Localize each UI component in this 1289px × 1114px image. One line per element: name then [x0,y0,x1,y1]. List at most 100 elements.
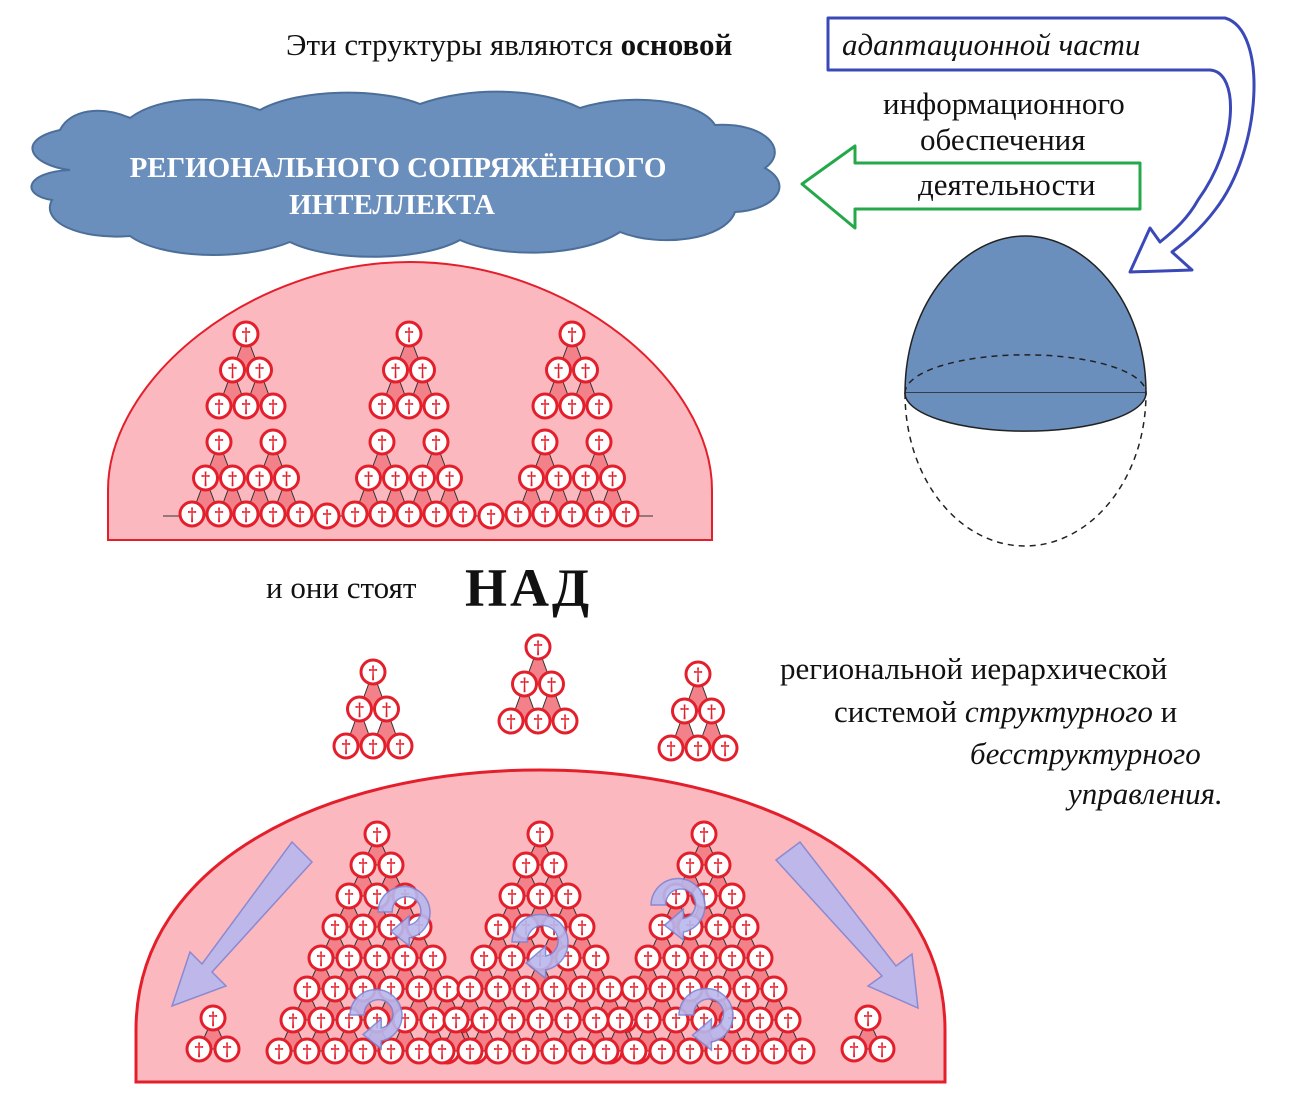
cross-node-icon: † [568,975,596,1003]
cross-node-icon: † [409,464,436,492]
cross-node-icon: † [760,975,788,1003]
svg-text:†: † [693,740,702,760]
svg-text:†: † [358,1043,367,1063]
cross-node-icon: † [698,697,725,725]
svg-text:†: † [386,981,395,1001]
svg-text:†: † [316,950,325,970]
cross-node-icon: † [498,882,526,910]
svg-text:†: † [507,950,516,970]
cross-node-icon: † [232,320,260,348]
cross-node-icon: † [657,734,685,762]
cross-node-icon: † [620,1037,648,1065]
svg-text:†: † [404,326,413,346]
cross-node-icon: † [232,500,260,528]
cross-node-icon: † [498,944,526,972]
cross-node-icon: † [540,975,568,1003]
svg-text:†: † [386,857,395,877]
cross-node-icon: † [279,1006,307,1034]
cross-node-icon: † [192,464,219,492]
cross-node-icon: † [746,944,774,972]
cross-node-icon: † [246,464,273,492]
svg-text:†: † [594,434,603,454]
cross-node-icon: † [746,1006,774,1034]
middle-prefix: и они стоят [266,570,417,605]
svg-text:†: † [187,506,196,526]
svg-text:†: † [699,950,708,970]
svg-text:†: † [755,950,764,970]
cross-node-icon: † [405,1037,433,1065]
curl-arrow-1 [377,885,431,948]
svg-text:†: † [507,1012,516,1032]
svg-text:†: † [404,398,413,418]
svg-text:†: † [577,919,586,939]
svg-text:†: † [577,981,586,1001]
cross-node-icon: † [286,500,314,528]
cloud-shape: РЕГИОНАЛЬНОГО СОПРЯЖЁННОГО ИНТЕЛЛЕКТА [30,90,781,258]
cross-node-icon: † [246,356,273,384]
svg-text:†: † [372,950,381,970]
cross-node-icon: † [526,882,554,910]
upper-right-triangle-2: †††††† [558,428,640,528]
cross-node-icon: † [470,944,498,972]
svg-text:†: † [288,1012,297,1032]
svg-text:†: † [591,950,600,970]
svg-text:†: † [255,470,264,490]
cross-node-icon: † [585,500,613,528]
svg-text:†: † [274,1043,283,1063]
lower-triangle-1: †††††††††††††††††††††††††††††††††††† [428,820,652,1065]
cross-node-icon: † [599,464,626,492]
cross-node-icon: † [433,975,461,1003]
cross-node-icon: † [684,660,712,688]
svg-text:†: † [437,1043,446,1063]
upper-top-triangle-0: †††††† [205,320,287,420]
cross-node-icon: † [704,851,732,879]
svg-text:†: † [241,506,250,526]
cross-node-icon: † [484,1037,512,1065]
header-text-bold: основой [620,27,733,62]
svg-text:†: † [741,1043,750,1063]
svg-text:†: † [479,1012,488,1032]
cross-node-icon: † [840,1035,868,1063]
cross-node-icon: † [273,464,300,492]
upper-top-triangle-1: †††††† [368,320,450,420]
svg-text:†: † [567,326,576,346]
cross-node-icon: † [526,820,554,848]
svg-text:†: † [493,1043,502,1063]
svg-text:†: † [741,919,750,939]
svg-text:†: † [282,470,291,490]
cross-node-icon: † [545,464,572,492]
cross-node-icon: † [449,500,477,528]
cross-node-icon: † [363,944,391,972]
cross-node-icon: † [684,734,712,762]
cross-node-icon: † [558,320,586,348]
svg-text:†: † [680,703,689,723]
cross-node-icon: † [368,428,396,456]
lower-edge-triangle-0: ††† [185,1004,241,1063]
cross-node-icon: † [568,1037,596,1065]
down-left-flow-arrow [170,840,314,1008]
svg-text:†: † [268,434,277,454]
svg-text:†: † [513,506,522,526]
cross-node-icon: † [676,851,704,879]
svg-text:†: † [533,639,542,659]
svg-text:†: † [241,326,250,346]
cross-node-icon: † [484,913,512,941]
cross-node-icon: † [259,392,287,420]
cross-node-icon: † [648,1037,676,1065]
svg-text:†: † [685,857,694,877]
cross-node-icon: † [551,707,579,735]
cross-node-icon: † [648,975,676,1003]
svg-text:†: † [621,506,630,526]
cross-node-icon: † [518,464,545,492]
cross-node-icon: † [335,944,363,972]
cloud-title-line1: РЕГИОНАЛЬНОГО СОПРЯЖЁННОГО [130,152,667,184]
upper-right-triangle-0: †††††† [232,428,314,528]
svg-text:†: † [727,950,736,970]
svg-text:†: † [535,888,544,908]
svg-text:†: † [418,470,427,490]
cross-node-icon: † [335,882,363,910]
svg-text:†: † [643,1012,652,1032]
green-arrow-line1: информационного [883,86,1125,121]
svg-text:†: † [391,362,400,382]
svg-text:†: † [535,826,544,846]
